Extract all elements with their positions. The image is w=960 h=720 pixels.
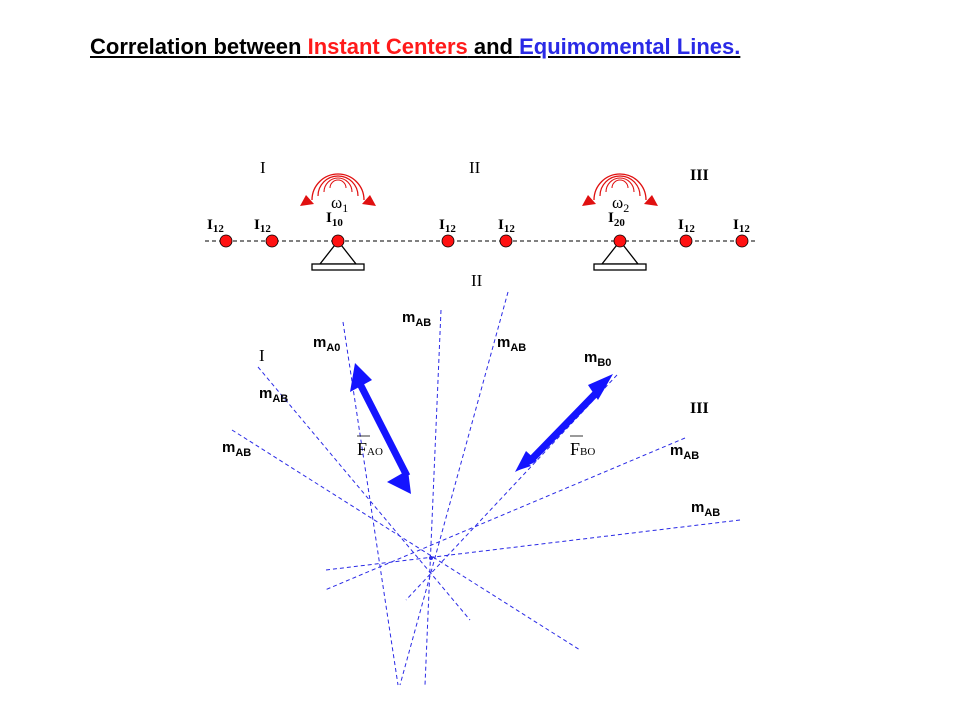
ground-support-2 — [593, 239, 647, 271]
equimomental-line-ab-6 — [325, 519, 741, 571]
title-equimomental-lines: Equimomental Lines. — [519, 34, 741, 59]
region-label-low-iii: III — [690, 400, 709, 417]
center-dot-i20 — [613, 234, 627, 248]
equimomental-line-ab-1 — [424, 309, 442, 686]
center-dot-i12-e — [679, 234, 693, 248]
force-arrow-bo — [515, 374, 613, 472]
label-i10: I10 — [326, 210, 343, 229]
centers-line-group: I12 I12 I10 I12 I12 I20 I12 I12 — [205, 210, 758, 271]
equimomental-line-ab-4 — [231, 429, 581, 651]
omega-2-rotation-icon: ω2 — [582, 173, 658, 215]
region-label-top-ii: II — [469, 158, 481, 177]
equimomental-line-ab-3 — [257, 366, 471, 621]
force-arrow-ao — [350, 363, 411, 494]
label-m-ab-6: mAB — [691, 499, 720, 519]
equimomental-line-ab-5 — [324, 437, 686, 591]
equimomental-line-a0 — [342, 321, 399, 686]
label-i12-d: I12 — [498, 217, 515, 235]
label-i12-f: I12 — [733, 217, 750, 235]
omega-2-label: ω2 — [612, 193, 629, 215]
omega-1-label: ω1 — [331, 193, 348, 215]
label-i12-a: I12 — [207, 217, 224, 235]
pole-point — [429, 556, 433, 560]
center-dot-i12-f — [735, 234, 749, 248]
center-dot-i12-d — [499, 234, 513, 248]
force-label-bo: FBO — [570, 439, 595, 459]
label-m-a0: mA0 — [313, 334, 340, 354]
label-m-ab-5: mAB — [670, 442, 699, 462]
center-dot-i10 — [331, 234, 345, 248]
label-i12-c: I12 — [439, 217, 456, 235]
equimomental-lines-group — [231, 291, 741, 686]
page-title: Correlation between Instant Centers and … — [90, 34, 910, 60]
region-label-top-i: I — [260, 158, 266, 177]
label-m-ab-3: mAB — [259, 385, 288, 405]
center-dot-i12-b — [265, 234, 279, 248]
region-label-low-i: I — [259, 346, 265, 365]
label-i12-b: I12 — [254, 217, 271, 235]
center-dot-i12-a — [219, 234, 233, 248]
title-part-1: Correlation between — [90, 34, 308, 59]
region-label-mid-ii: II — [471, 271, 483, 290]
force-label-ao: FAO — [357, 439, 383, 459]
label-m-b0: mB0 — [584, 349, 611, 369]
title-part-3: and — [467, 34, 520, 59]
ground-support-1 — [311, 239, 365, 271]
label-i12-e: I12 — [678, 217, 695, 235]
label-i20: I20 — [608, 210, 625, 229]
omega-1-rotation-icon: ω1 — [300, 173, 376, 215]
center-dot-i12-c — [441, 234, 455, 248]
label-m-ab-2: mAB — [497, 334, 526, 354]
equimomental-line-ab-2 — [399, 291, 509, 686]
title-instant-centers: Instant Centers — [307, 34, 468, 59]
label-m-ab-4: mAB — [222, 439, 251, 459]
region-label-top-iii: III — [690, 167, 709, 184]
label-m-ab-1: mAB — [402, 309, 431, 329]
